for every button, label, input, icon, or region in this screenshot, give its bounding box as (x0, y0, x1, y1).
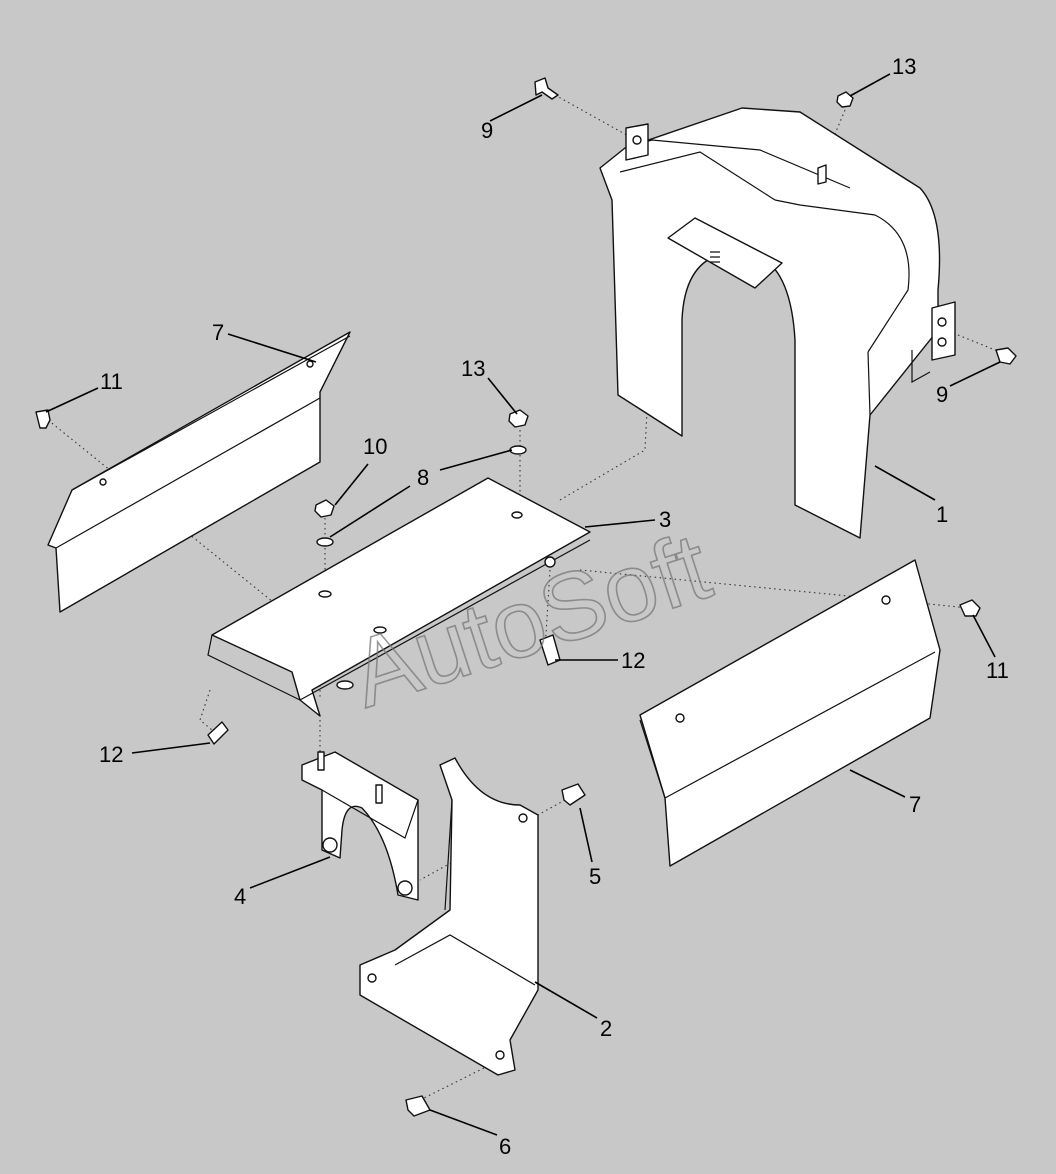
nut-13-top (836, 91, 854, 108)
bolt-5 (561, 783, 586, 806)
washer-8-lower (316, 537, 334, 547)
callout-7-left: 7 (212, 320, 224, 345)
callout-7-right: 7 (909, 792, 921, 817)
washer-8-upper (509, 445, 527, 455)
bolt-6 (405, 1095, 431, 1117)
callout-9-top: 9 (481, 118, 493, 143)
part-3-tray (207, 477, 591, 717)
leader-lines (45, 73, 1001, 1136)
callout-11-right: 11 (986, 658, 1009, 683)
callout-3: 3 (659, 507, 671, 532)
callout-12-left: 12 (99, 742, 123, 767)
bolt-9-top (534, 77, 559, 100)
part-2-plate (359, 757, 539, 1076)
nut-13-mid (508, 409, 529, 428)
bolt-9-right (995, 347, 1017, 365)
callout-1: 1 (936, 502, 948, 527)
callout-8: 8 (417, 465, 429, 490)
callout-4: 4 (234, 884, 246, 909)
callout-9-right: 9 (936, 382, 948, 407)
callout-13-mid: 13 (461, 356, 485, 381)
callout-10: 10 (363, 434, 387, 459)
callout-2: 2 (600, 1016, 612, 1041)
part-4-bracket (301, 751, 419, 901)
part-7-left-panel (47, 331, 351, 613)
callout-11-left: 11 (100, 369, 123, 394)
callout-5: 5 (589, 864, 601, 889)
part-7-right-panel (639, 559, 941, 867)
callout-labels: 1 2 3 4 5 6 7 7 8 9 9 10 11 11 12 12 13 … (99, 54, 1009, 1159)
nut-10 (314, 499, 335, 518)
clip-12-left (207, 721, 229, 745)
part-1-shroud (599, 107, 956, 539)
callout-12-right: 12 (621, 648, 645, 673)
bolt-11-left (35, 409, 51, 429)
callout-13-top: 13 (892, 54, 916, 79)
bolt-11-right (959, 599, 981, 617)
callout-6: 6 (499, 1134, 511, 1159)
